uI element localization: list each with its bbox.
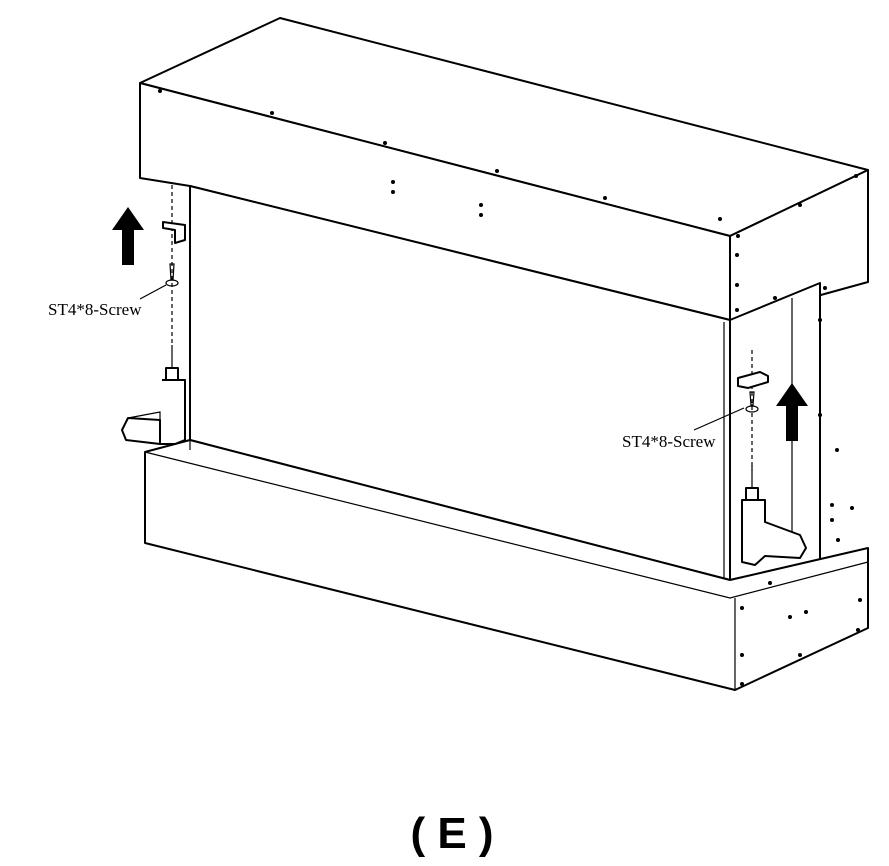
up-arrow-icon	[112, 207, 144, 265]
screw-label-left: ST4*8-Screw	[48, 300, 142, 319]
power-drill-icon	[121, 345, 186, 445]
bracket-icon	[162, 221, 186, 244]
power-drill-icon	[741, 465, 807, 566]
screw-label-right: ST4*8-Screw	[622, 432, 716, 451]
left-hardware: ST4*8-Screw	[48, 185, 186, 445]
figure-caption: ( E )	[410, 809, 493, 858]
top-panel	[139, 17, 869, 321]
up-arrow-icon	[776, 383, 808, 441]
right-hardware: ST4*8-Screw	[622, 350, 808, 566]
bracket-icon	[737, 371, 769, 389]
screw-icon	[165, 263, 179, 287]
bottom-base	[144, 439, 869, 691]
screw-icon	[745, 391, 759, 413]
